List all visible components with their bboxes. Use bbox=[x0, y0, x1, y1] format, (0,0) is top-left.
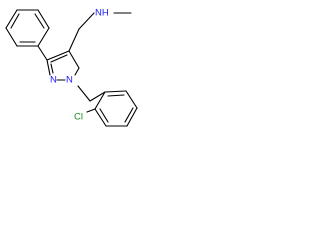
ch2-nh-bond bbox=[78, 12, 95, 30]
n2-atom-label: N bbox=[50, 75, 57, 86]
bond bbox=[46, 50, 70, 61]
bond bbox=[94, 91, 106, 110]
bond bbox=[68, 50, 80, 69]
double-bond-inner bbox=[107, 94, 125, 97]
double-bond-inner bbox=[50, 54, 68, 63]
phenyl-ring bbox=[5, 9, 50, 47]
n1-atom-label: N bbox=[66, 75, 73, 86]
bond bbox=[37, 27, 50, 47]
bond bbox=[37, 9, 50, 29]
bond bbox=[5, 9, 18, 29]
phenyl-pyrazole-bond bbox=[37, 45, 48, 61]
chloro-bond bbox=[86, 108, 96, 113]
cl-atom-label: Cl bbox=[74, 112, 83, 123]
double-bond-inner bbox=[34, 13, 45, 29]
bond bbox=[125, 90, 138, 109]
n-benzyl-bond bbox=[77, 85, 91, 102]
bond bbox=[126, 107, 138, 127]
bond bbox=[5, 27, 18, 47]
bond bbox=[94, 108, 107, 127]
nh-atom-label: NH bbox=[95, 8, 109, 19]
ch2-bond bbox=[68, 28, 80, 52]
bond bbox=[74, 67, 80, 76]
chlorophenyl-ring bbox=[94, 90, 138, 127]
double-bond-inner bbox=[50, 63, 54, 74]
double-bond-inner bbox=[124, 107, 134, 123]
double-bond-inner bbox=[99, 108, 109, 123]
molecule-structure: NH N N Cl bbox=[5, 8, 138, 127]
benzyl-ring-bond bbox=[89, 91, 106, 102]
pyrazole-ring bbox=[46, 50, 80, 81]
bond bbox=[46, 59, 51, 76]
bond bbox=[104, 90, 127, 93]
double-bond-inner bbox=[10, 13, 20, 29]
